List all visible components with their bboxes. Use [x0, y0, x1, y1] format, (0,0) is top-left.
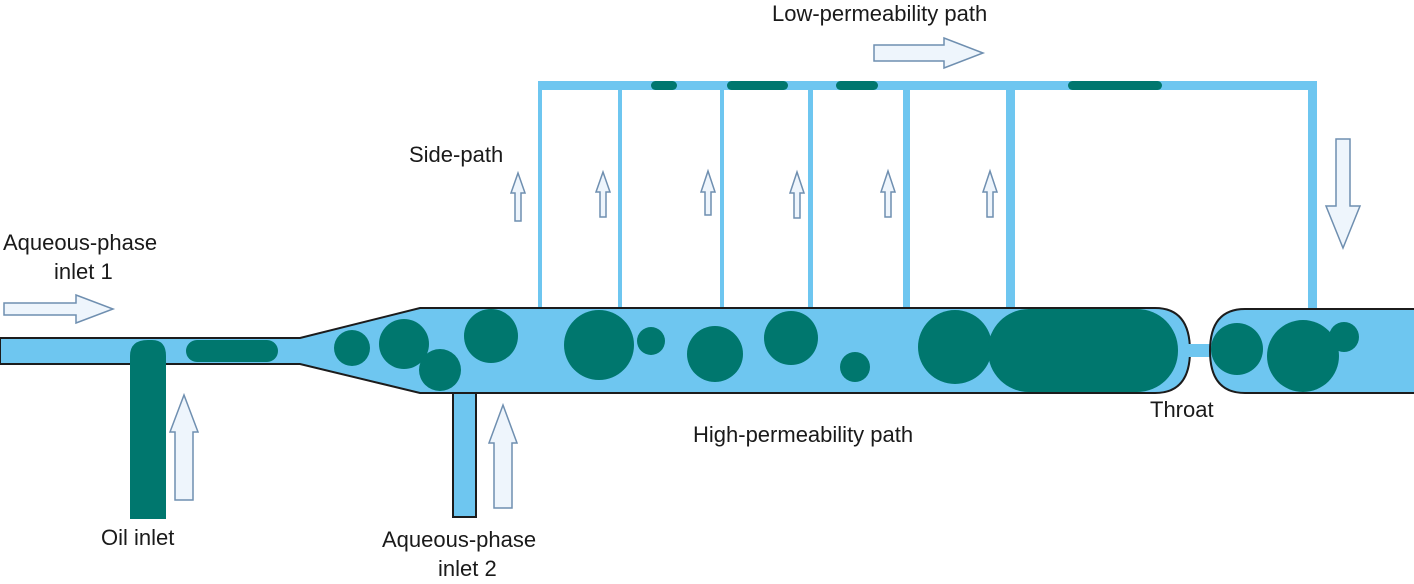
side-path-arrow-up-icon: [879, 168, 897, 218]
oil-droplet: [1329, 322, 1359, 352]
side-path-arrow-up-icon: [509, 170, 527, 222]
oil-droplet: [1211, 323, 1263, 375]
oil-droplet: [764, 311, 818, 365]
side-path-channel: [538, 81, 542, 311]
low-permeability-path-label: Low-permeability path: [772, 1, 987, 26]
flow-arrow-right-icon: [3, 293, 116, 325]
oil-slug: [836, 81, 878, 90]
high-permeability-path-label: High-permeability path: [693, 422, 913, 447]
side-path-channel: [720, 81, 724, 311]
oil-droplet: [564, 310, 634, 380]
low-permeability-channel: [538, 81, 1317, 311]
side-path-arrow-up-icon: [699, 168, 717, 216]
oil-slug: [1068, 81, 1162, 90]
labels: Aqueous-phase inlet 1 Oil inlet Aqueous-…: [3, 1, 1214, 581]
oil-slug: [186, 340, 278, 362]
oil-droplet: [419, 349, 461, 391]
aqueous-inlet-2-label-line2: inlet 2: [438, 556, 497, 581]
oil-droplet: [687, 326, 743, 382]
oil-droplet: [840, 352, 870, 382]
side-path-channel: [903, 81, 910, 311]
aqueous-inlet-2-label-line1: Aqueous-phase: [382, 527, 536, 552]
flow-arrow-up-icon: [168, 392, 200, 501]
oil-slug: [727, 81, 788, 90]
side-path-arrow-up-icon: [594, 169, 612, 218]
oil-slug-large: [988, 309, 1178, 392]
oil-droplet: [637, 327, 665, 355]
return-channel: [1308, 81, 1317, 311]
side-path-channel: [1006, 81, 1015, 311]
aqueous-inlet-1-label-line1: Aqueous-phase: [3, 230, 157, 255]
flow-arrow-right-icon: [873, 36, 986, 70]
side-path-channel: [808, 81, 813, 311]
side-path-arrow-up-icon: [981, 168, 999, 218]
oil-droplet: [379, 319, 429, 369]
side-path-arrow-up-icon: [788, 169, 806, 219]
side-path-channel: [618, 81, 622, 311]
side-path-label: Side-path: [409, 142, 503, 167]
oil-droplet: [1267, 320, 1339, 392]
aqueous-inlet-1-label-line2: inlet 1: [54, 259, 113, 284]
oil-droplet: [918, 310, 992, 384]
flow-arrow-up-icon: [487, 402, 519, 509]
oil-droplet: [334, 330, 370, 366]
oil-droplets: [334, 309, 1359, 392]
oil-droplet: [464, 309, 518, 363]
oil-inlet-label: Oil inlet: [101, 525, 174, 550]
oil-inlet-channel: [130, 340, 278, 519]
flow-arrows: [3, 36, 1362, 509]
throat-label: Throat: [1150, 397, 1214, 422]
oil-slug: [651, 81, 677, 90]
flow-arrow-down-icon: [1324, 138, 1362, 250]
